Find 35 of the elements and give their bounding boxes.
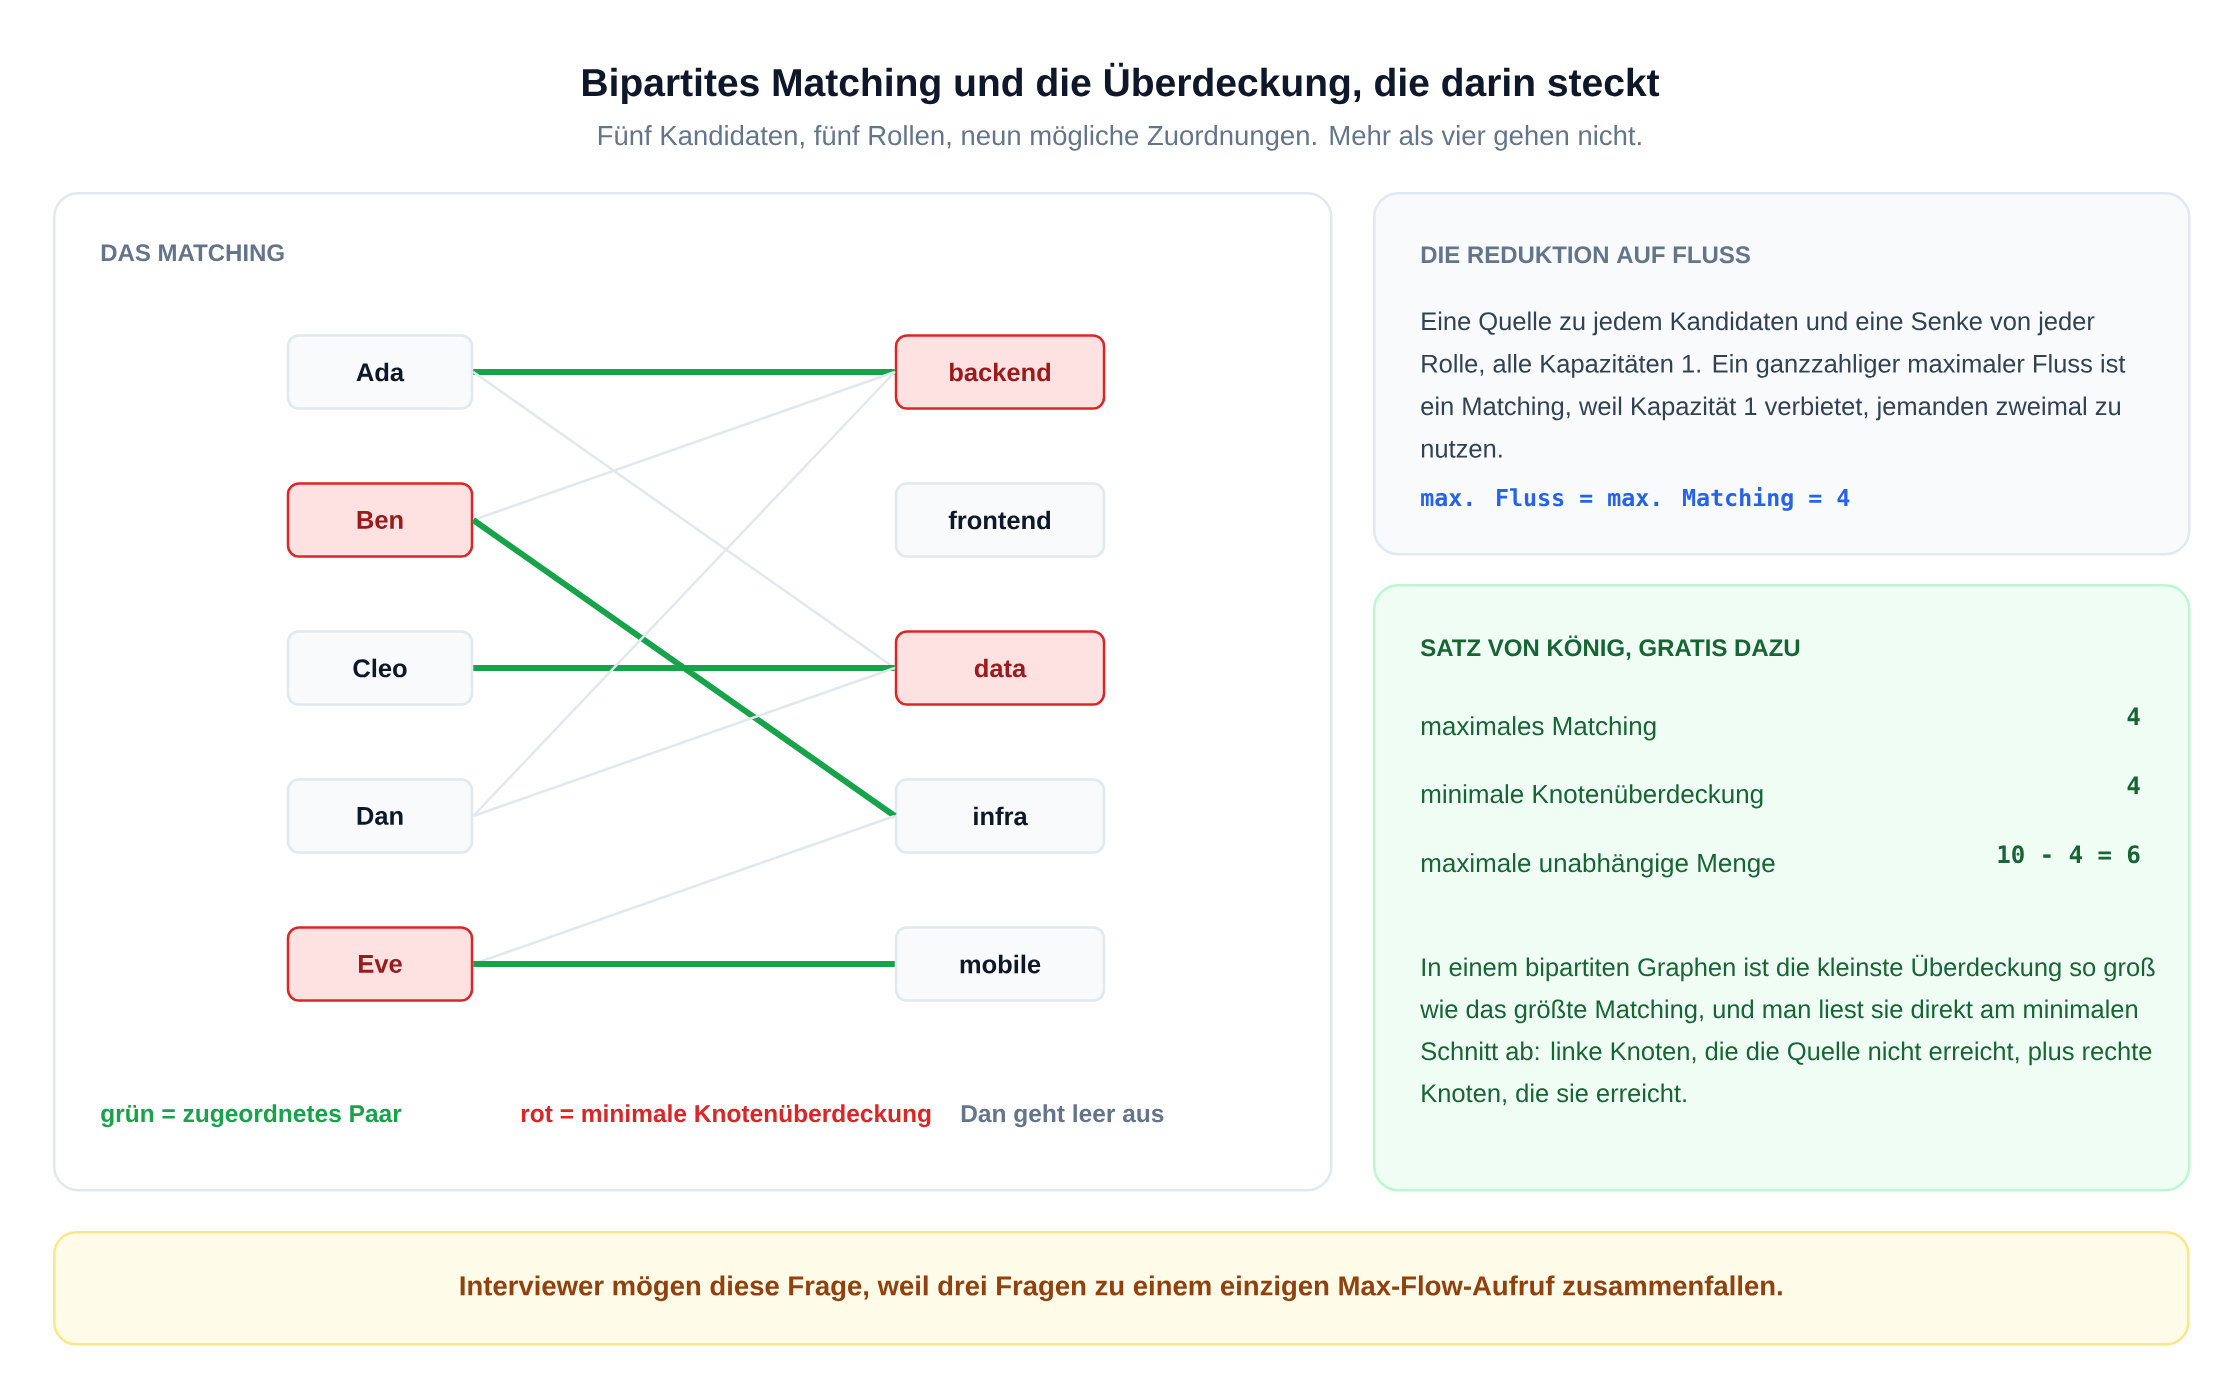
banner: Interviewer mögen diese Frage, weil drei Fragen zu einem einzigen Max-Flow-Aufruf zusammenfallen. bbox=[53, 1231, 2190, 1346]
edge-line bbox=[473, 665, 895, 671]
edge-line bbox=[472, 666, 896, 818]
legend-text: grün = zugeordnetes Paar bbox=[101, 1104, 402, 1128]
node-box: infra bbox=[894, 778, 1106, 854]
node-box: backend bbox=[894, 334, 1106, 410]
node-box: Eve bbox=[286, 926, 474, 1002]
title: Bipartites Matching und die Überdeckung, die darin steckt bbox=[583, 62, 1660, 105]
row-value: 10 - 4 = 6 bbox=[1998, 845, 2140, 864]
paragraph: Eine Quelle zu jedem Kandidaten und eine Senke von jeder Rolle, alle Kapazitäten 1. Ein ganzzahliger maximaler Fluss ist ein Matching, weil Kapazität 1 verbietet, jemanden zweimal zu nutzen. bbox=[1421, 311, 2126, 458]
row-label: maximale unabhängige Menge bbox=[1421, 853, 1775, 878]
row-value: 4 bbox=[2127, 776, 2140, 794]
row-label: minimale Knotenüberdeckung bbox=[1421, 784, 1763, 809]
edge-line bbox=[472, 371, 896, 817]
formula-text: max. Fluss = max. Matching = 4 bbox=[1421, 487, 1850, 511]
section-heading: SATZ VON KÖNIG, GRATIS DAZU bbox=[1420, 635, 1800, 660]
legend-text: rot = minimale Knotenüberdeckung bbox=[521, 1104, 931, 1128]
row-value: 4 bbox=[2127, 707, 2140, 725]
legend-text: Dan geht leer aus bbox=[961, 1104, 1164, 1128]
node-box: Cleo bbox=[286, 630, 474, 706]
node-box: frontend bbox=[894, 482, 1106, 558]
node-box: mobile bbox=[894, 926, 1106, 1002]
node-box: Ben bbox=[286, 482, 474, 558]
edge-line bbox=[473, 961, 895, 967]
node-box: Dan bbox=[286, 778, 474, 854]
node-box: data bbox=[894, 630, 1106, 706]
edge-line bbox=[473, 369, 895, 375]
section-heading: DIE REDUKTION AUF FLUSS bbox=[1421, 246, 1750, 264]
row-label: maximales Matching bbox=[1421, 716, 1656, 741]
paragraph: In einem bipartiten Graphen ist die kleinste Überdeckung so groß wie das größte Matching, und man liest sie direkt am minimalen Schnitt ab: linke Knoten, die die Quelle nicht erreicht, plus rechte Knoten, die sie erreicht. bbox=[1420, 954, 2155, 1106]
edge-line bbox=[472, 370, 896, 522]
edge-line bbox=[471, 517, 897, 819]
section-heading: DAS MATCHING bbox=[101, 244, 284, 262]
node-box: Ada bbox=[286, 334, 474, 410]
subtitle: Fünf Kandidaten, fünf Rollen, neun mögliche Zuordnungen. Mehr als vier gehen nicht. bbox=[598, 125, 1641, 151]
